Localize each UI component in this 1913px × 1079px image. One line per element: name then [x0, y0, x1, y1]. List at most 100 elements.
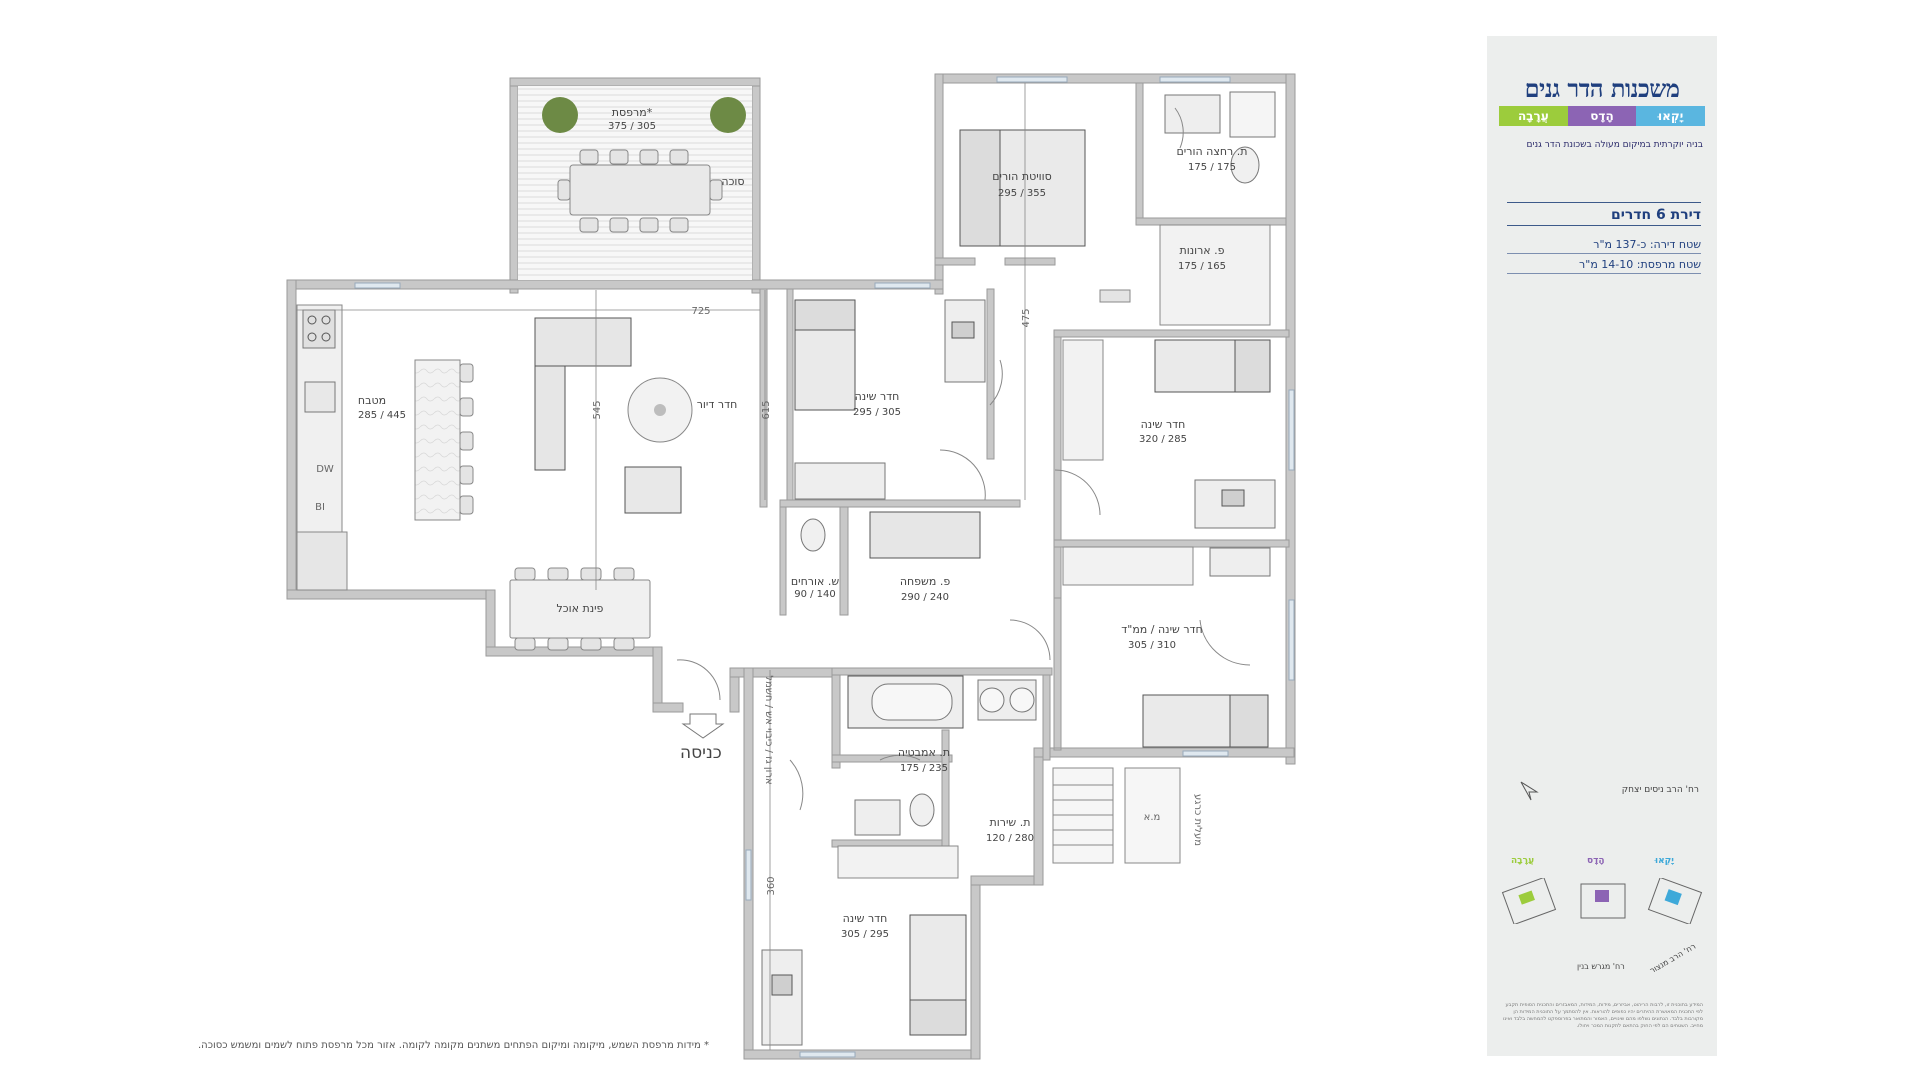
room-name: ת. אמבטיה [898, 746, 950, 759]
dryer-icon [1009, 687, 1035, 713]
room-name: חדר שינה [855, 390, 900, 403]
desk [1209, 547, 1271, 577]
svg-text:475: 475 [1021, 308, 1032, 327]
room-dims: 285 / 445 [358, 410, 406, 421]
shower-icon [1229, 91, 1276, 138]
room-dims: 90 / 140 [794, 589, 836, 600]
brand-title: משכנות הדר גנים [1524, 74, 1680, 103]
svg-text:545: 545 [592, 400, 603, 419]
room-name: חדר דיור [697, 398, 738, 411]
room-name: פ. ארונות [1179, 244, 1224, 257]
apartment-area: שטח דירה: כ-137 מ"ר [1507, 238, 1701, 254]
room-dims: 120 / 280 [986, 833, 1034, 844]
monitor-icon [1221, 489, 1245, 507]
apartment-title: דירת 6 חדרים [1507, 202, 1701, 226]
building-label: יָקְאוּ [1655, 856, 1674, 866]
monitor-icon [771, 974, 793, 996]
room-name: ת. שירות [990, 816, 1031, 829]
footnote: * מידות מרפסת השמש, מיקומה ומיקום הפתחים… [198, 1040, 709, 1051]
sink-icon [304, 381, 336, 413]
site-key-map [1501, 878, 1557, 924]
entrance-arrow-icon [681, 713, 725, 739]
room-dims: 175 / 175 [1188, 162, 1236, 173]
washer-icon [979, 687, 1005, 713]
living-room [534, 317, 693, 514]
stairs [1052, 767, 1181, 864]
room-dims: 290 / 240 [901, 592, 949, 603]
kitchen-island [414, 359, 461, 521]
stove-icon [302, 309, 336, 349]
balcony [518, 86, 752, 280]
brand-tag: יָקְאוּ [1636, 106, 1705, 126]
dimension-lines [296, 83, 1026, 1050]
bathtub-icon [871, 683, 953, 721]
windows [354, 76, 1295, 1058]
balcony-area: שטח מרפסת: 14-10 מ"ר [1507, 258, 1701, 274]
stair-side-label: מעלית כרגע [1192, 794, 1203, 846]
dimension-labels: 725 545 615 475 360 [592, 306, 1032, 896]
fridge-icon [296, 531, 348, 591]
sink-icon [854, 799, 901, 836]
master-suite [959, 91, 1276, 326]
room-dims: 375 / 305 [608, 121, 656, 132]
info-panel: משכנות הדר גנים יָקְאוּ הָדָס עֲרָבָה בנ… [1487, 36, 1717, 1056]
bathrooms [837, 675, 1037, 879]
gas-cabinet-label: ארון גז / כיבוי אש / חשמל [763, 675, 774, 784]
desk [761, 949, 803, 1046]
street-label: רח' מגרש בנין [1577, 962, 1625, 971]
room-name: ש. אורחים [791, 575, 839, 588]
toilet-icon [1230, 146, 1260, 184]
street-label: רח' הרב ניסים יצחק [1621, 785, 1699, 795]
plant-icon [542, 97, 578, 133]
brand-tags: יָקְאוּ הָדָס עֲרָבָה [1498, 106, 1705, 126]
brand-tag: הָדָס [1567, 106, 1637, 126]
sofa [869, 511, 981, 559]
room-dims: 295 / 355 [998, 188, 1046, 199]
room-name: סוויטת הורים [992, 170, 1052, 183]
room-dims: 320 / 285 [1139, 434, 1187, 445]
street-label: רח' הרב מנצור [1648, 941, 1698, 976]
room-name: ת. רחצה הורים [1177, 145, 1248, 158]
closet [837, 845, 959, 879]
room-name: מרפסת* [612, 106, 653, 119]
room-dims: 175 / 165 [1178, 261, 1226, 272]
elevator-label: מ.א [1144, 812, 1161, 823]
bedroom-mamad [1062, 546, 1271, 748]
brand-tagline: בניה יוקרתית במיקום מעולה בשכונת הדר גני… [1526, 140, 1703, 150]
brand-tag: עֲרָבָה [1498, 106, 1568, 126]
kitchen [296, 304, 474, 591]
building-label: עֲרָבָה [1511, 856, 1535, 866]
closet [1062, 339, 1104, 461]
room-dims: 295 / 305 [853, 407, 901, 418]
toilet-icon [800, 518, 826, 552]
room-name: חדר שינה [843, 912, 888, 925]
disclaimer: המידע בתוכנית זו, לרבות הריהוט, אביזרים,… [1503, 1002, 1703, 1029]
bedroom-center [794, 299, 986, 500]
closet [1159, 224, 1271, 326]
building-label: הָדָס [1587, 856, 1605, 866]
svg-text:615: 615 [761, 400, 772, 419]
closet [1062, 546, 1194, 586]
armchair [624, 466, 682, 514]
svg-text:360: 360 [766, 876, 777, 895]
elevator [1124, 767, 1181, 864]
room-dims: 175 / 235 [900, 763, 948, 774]
site-key-map [1580, 883, 1626, 919]
built-in-label: BI [315, 502, 325, 513]
sink-icon [1164, 94, 1221, 134]
site-key-map [1647, 878, 1703, 924]
north-arrow-icon [1520, 781, 1539, 801]
room-name: פ. משפחה [900, 575, 951, 588]
monitor-icon [951, 321, 975, 339]
dining [509, 567, 651, 651]
toilet-icon [909, 793, 935, 827]
entrance-label: כניסה [680, 743, 722, 763]
doors [676, 107, 1251, 811]
room-name: סוכה [721, 175, 744, 188]
bedroom-south [761, 914, 967, 1046]
bedroom-east [1062, 339, 1276, 529]
room-name: מטבח [358, 394, 386, 407]
room-name: חדר שינה [1141, 418, 1186, 431]
svg-text:725: 725 [691, 306, 710, 317]
dishwasher-label: DW [316, 464, 334, 475]
